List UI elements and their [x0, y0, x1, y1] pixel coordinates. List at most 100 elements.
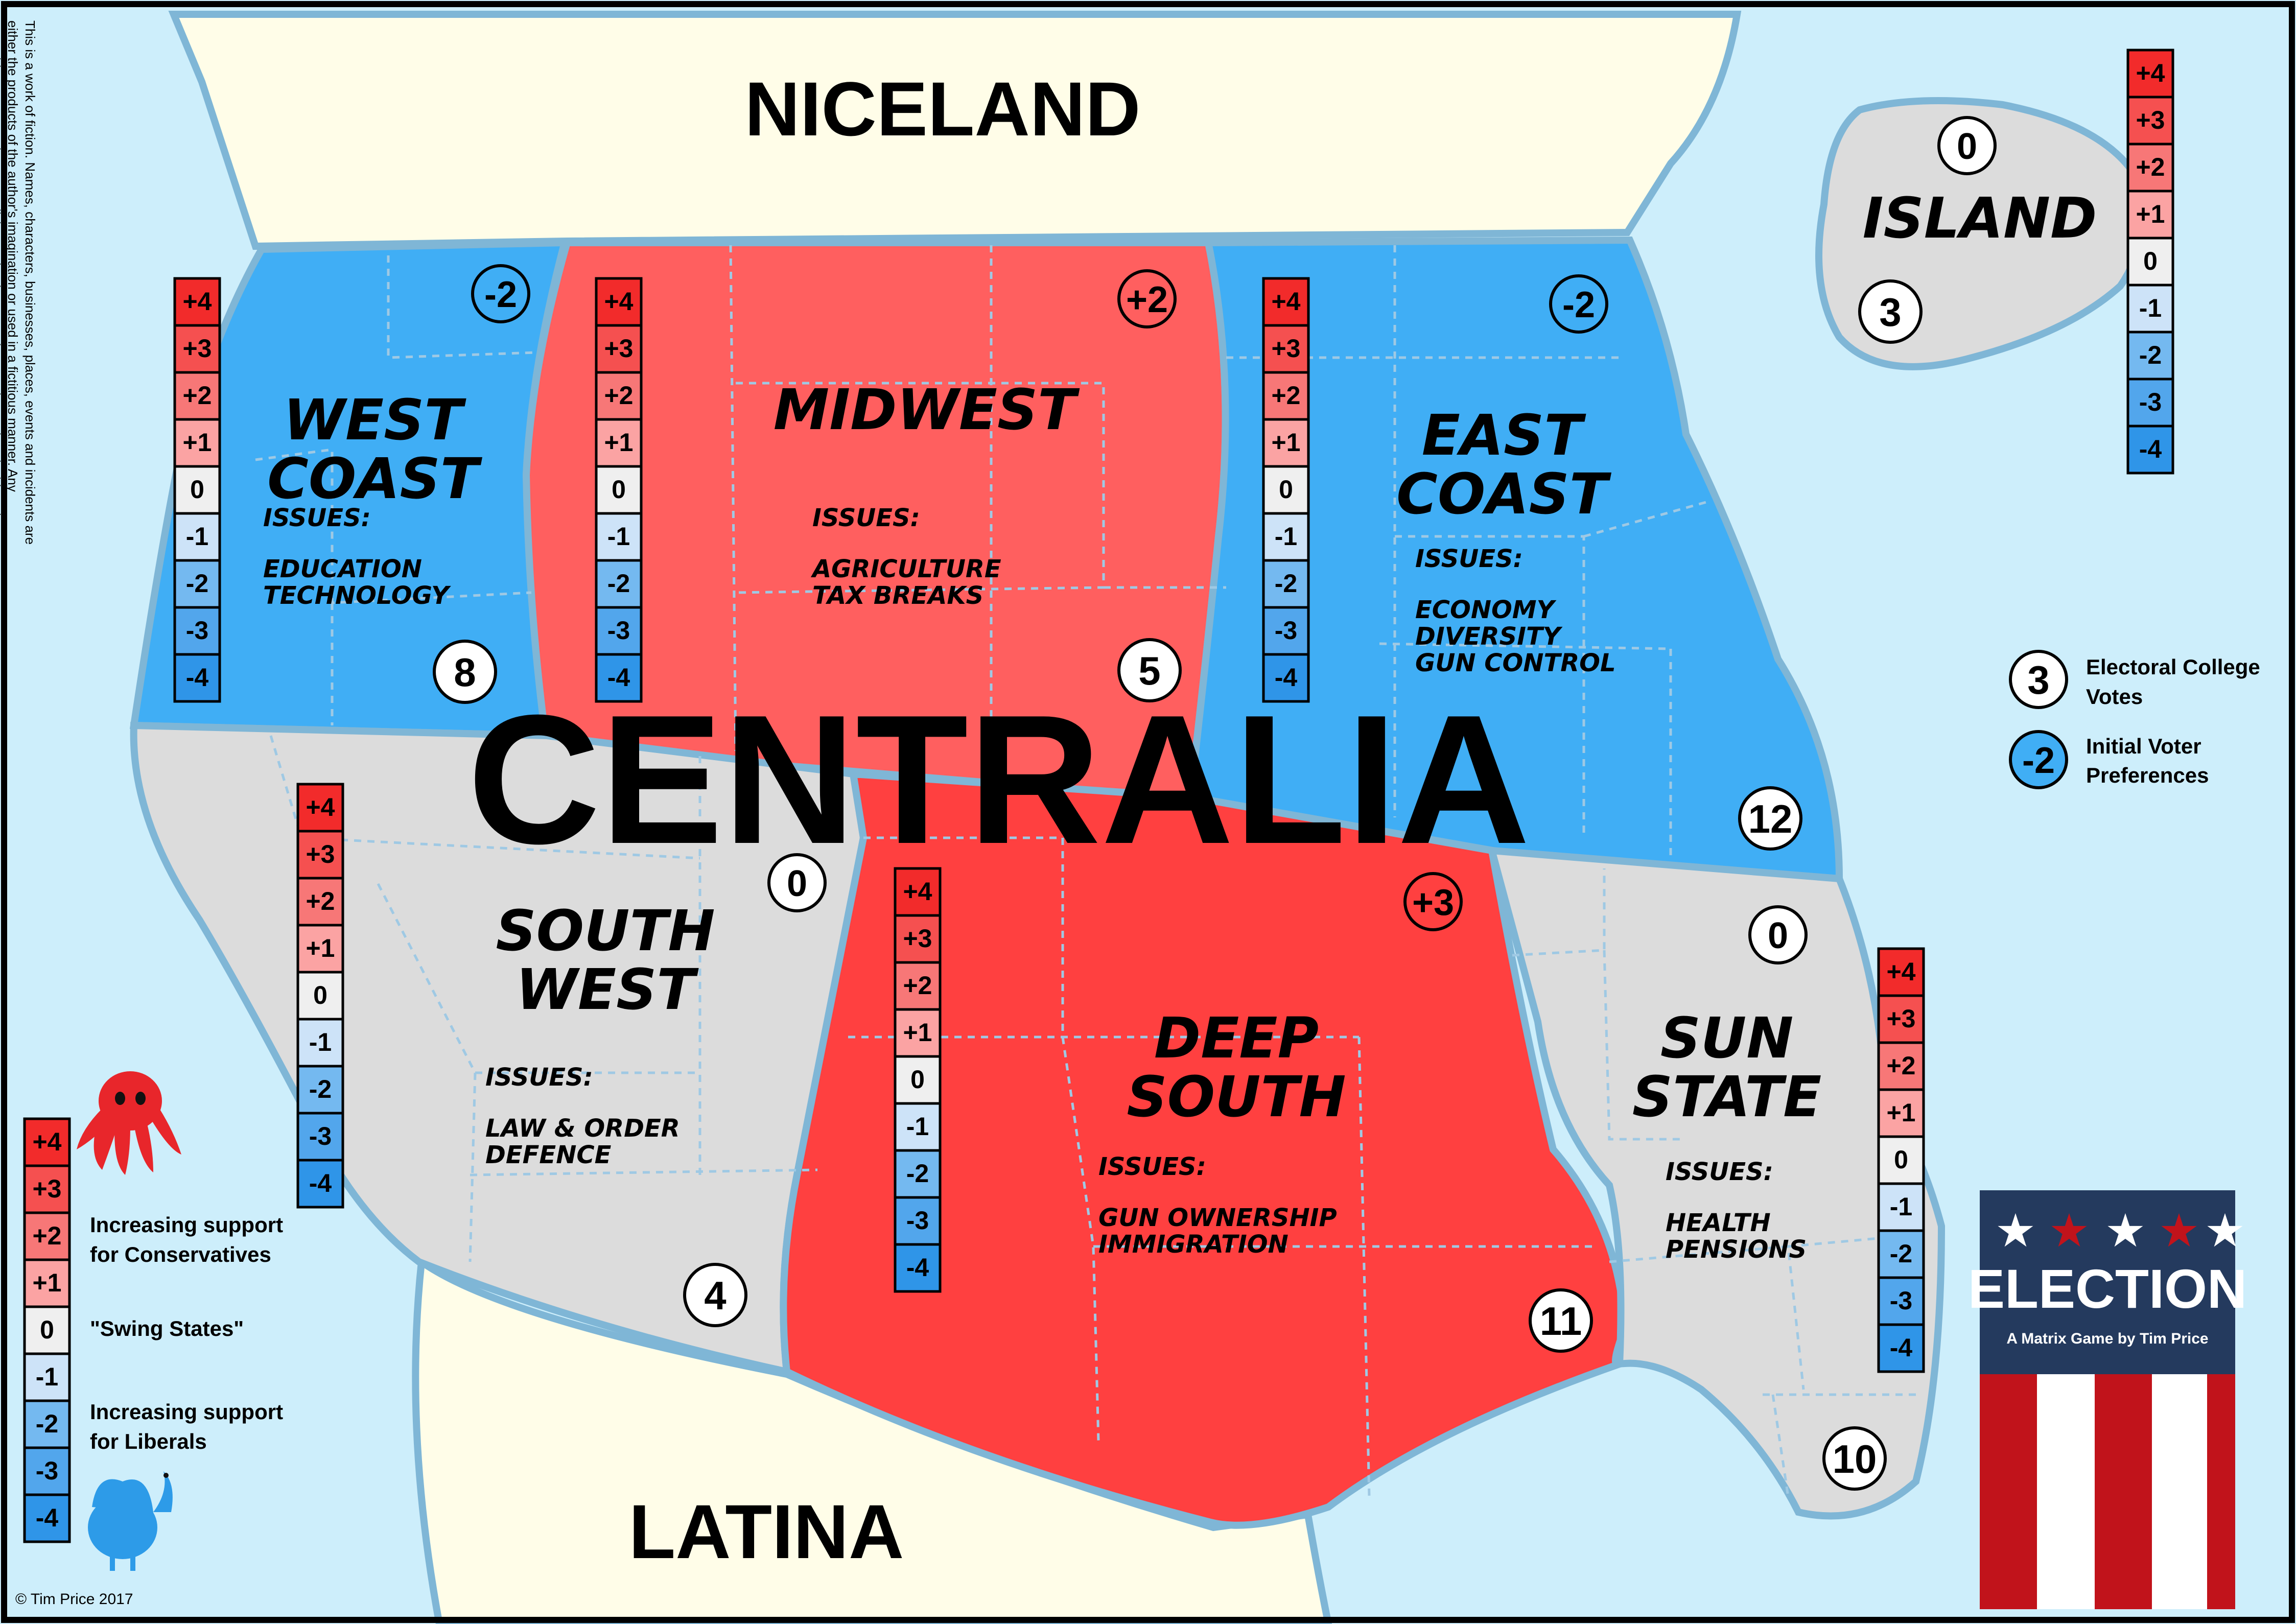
south-west-track-cell[interactable]: 0 — [296, 971, 344, 1021]
east-coast-track-cell[interactable]: 0 — [1262, 465, 1310, 515]
west-coast-track-cell[interactable]: +1 — [173, 418, 221, 468]
island-track-cell[interactable]: +2 — [2126, 143, 2174, 193]
west-coast-track-cell[interactable]: -1 — [173, 512, 221, 562]
sun-state-preference-token[interactable]: 0 — [1748, 905, 1808, 964]
east-coast-track-cell[interactable]: +4 — [1262, 277, 1310, 327]
south-west-track-cell[interactable]: -4 — [296, 1159, 344, 1209]
midwest-track-cell[interactable]: 0 — [595, 465, 643, 515]
legend-track-cell[interactable]: -2 — [23, 1399, 71, 1449]
east-coast-track-cell[interactable]: -3 — [1262, 606, 1310, 656]
west-coast-track-cell[interactable]: 0 — [173, 465, 221, 515]
west-coast-track-cell[interactable]: -3 — [173, 606, 221, 656]
sun-state-track-cell[interactable]: +4 — [1877, 947, 1925, 997]
west-coast-track-cell[interactable]: -2 — [173, 559, 221, 609]
sun-state-track-cell[interactable]: -3 — [1877, 1276, 1925, 1326]
south-west-track-cell[interactable]: -2 — [296, 1065, 344, 1115]
west-coast-track-cell[interactable]: -4 — [173, 653, 221, 703]
midwest-track-cell[interactable]: +4 — [595, 277, 643, 327]
south-west-track-cell[interactable]: -1 — [296, 1018, 344, 1068]
midwest-track-cell[interactable]: -2 — [595, 559, 643, 609]
voter-preference-tracks: +4+3+2+10-1-2-3-4+4+3+2+10-1-2-3-4+4+3+2… — [23, 49, 2174, 1543]
island-track-cell[interactable]: -2 — [2126, 331, 2174, 381]
south-west-issue-1: LAW & ORDER — [485, 1114, 680, 1143]
midwest-preference-token[interactable]: +2 — [1117, 269, 1177, 328]
island-track-cell[interactable]: -1 — [2126, 284, 2174, 334]
legend-track-cell[interactable]: +4 — [23, 1117, 71, 1167]
east-coast-track-cell[interactable]: +3 — [1262, 324, 1310, 374]
deep-south-name-line-1: DEEP — [1154, 1005, 1319, 1071]
east-coast-preference-track: +4+3+2+10-1 -2 -3-4 — [1262, 277, 1310, 703]
south-west-track-label: -3 — [309, 1122, 332, 1150]
island-track-cell[interactable]: +1 — [2126, 190, 2174, 240]
midwest-track-cell[interactable]: +2 — [595, 371, 643, 421]
legend-track-cell[interactable]: +3 — [23, 1164, 71, 1214]
east-coast-preference-value: -2 — [1562, 285, 1595, 325]
midwest-name-line-1: MIDWEST — [774, 377, 1080, 442]
east-coast-preference-token[interactable]: -2 — [1549, 274, 1608, 334]
legend-track-cell[interactable]: -3 — [23, 1446, 71, 1496]
west-coast-track-cell[interactable]: +3 — [173, 324, 221, 374]
east-coast-track-cell[interactable]: -2 — [1262, 559, 1310, 609]
island-track-label: +2 — [2136, 153, 2165, 181]
midwest-track-cell[interactable]: -4 — [595, 653, 643, 703]
south-west-issues-label: ISSUES: — [485, 1063, 593, 1092]
south-west-track-cell[interactable]: +3 — [296, 830, 344, 880]
deep-south-track-cell[interactable]: -4 — [894, 1243, 942, 1293]
deep-south-votes-token: 11 — [1529, 1288, 1593, 1353]
island-track-cell[interactable]: -3 — [2126, 378, 2174, 428]
east-coast-track-cell[interactable]: -1 — [1262, 512, 1310, 562]
deep-south-preference-token[interactable]: +3 — [1403, 872, 1463, 931]
deep-south-track-cell[interactable]: +2 — [894, 961, 942, 1011]
turkey-icon — [88, 1471, 173, 1571]
west-coast-preference-value: -2 — [484, 274, 517, 315]
sun-state-track-cell[interactable]: -4 — [1877, 1323, 1925, 1373]
west-coast-track-cell[interactable]: +2 — [173, 371, 221, 421]
copyright: © Tim Price 2017 — [15, 1591, 133, 1608]
sun-state-track-label: -1 — [1890, 1192, 1912, 1221]
west-coast-preference-token[interactable]: -2 — [471, 264, 530, 323]
east-coast-track-label: -2 — [1275, 569, 1297, 598]
legend-track-cell[interactable]: +2 — [23, 1211, 71, 1261]
island-preference-track: +4+3 +2 +10-1-2-3-4 — [2126, 49, 2174, 475]
deep-south-track-cell[interactable]: +3 — [894, 914, 942, 964]
sun-state-track-cell[interactable]: +2 — [1877, 1041, 1925, 1091]
midwest-track-cell[interactable]: -3 — [595, 606, 643, 656]
south-west-preference-token[interactable]: 0 — [767, 853, 827, 912]
east-coast-track-cell[interactable]: -4 — [1262, 653, 1310, 703]
deep-south-track-cell[interactable]: +1 — [894, 1008, 942, 1058]
south-west-track-cell[interactable]: +4 — [296, 783, 344, 833]
octopus-icon — [77, 1071, 181, 1175]
midwest-track-cell[interactable]: +3 — [595, 324, 643, 374]
east-coast-track-cell[interactable]: +1 — [1262, 418, 1310, 468]
island-track-cell[interactable]: +4 — [2126, 49, 2174, 99]
sun-state-track-cell[interactable]: -1 — [1877, 1182, 1925, 1232]
legend-track-cell[interactable]: -1 — [23, 1352, 71, 1402]
sun-state-track-cell[interactable]: +1 — [1877, 1088, 1925, 1138]
south-west-track-cell[interactable]: -3 — [296, 1112, 344, 1162]
island-track-cell[interactable]: +3 — [2126, 96, 2174, 146]
midwest-track-cell[interactable]: +1 — [595, 418, 643, 468]
sun-state-track-cell[interactable]: -2 — [1877, 1229, 1925, 1279]
sun-state-track-cell[interactable]: +3 — [1877, 994, 1925, 1044]
west-coast-track-label: -1 — [186, 522, 208, 551]
island-preference-token[interactable]: 0 — [1937, 116, 1997, 175]
island-labels: ISLAND — [1863, 185, 2097, 251]
island-track-cell[interactable]: -4 — [2126, 425, 2174, 475]
midwest-track-cell[interactable]: -1 — [595, 512, 643, 562]
island-track-cell[interactable]: 0 — [2126, 237, 2174, 287]
deep-south-track-cell[interactable]: -3 — [894, 1196, 942, 1246]
deep-south-track-cell[interactable]: 0 — [894, 1055, 942, 1105]
legend-track-cell[interactable]: 0 — [23, 1305, 71, 1355]
legend-track-cell[interactable]: +1 — [23, 1258, 71, 1308]
deep-south-track-cell[interactable]: -2 — [894, 1149, 942, 1199]
west-coast-track-cell[interactable]: +4 — [173, 277, 221, 327]
deep-south-track-cell[interactable]: +4 — [894, 867, 942, 917]
sun-state-issue-2: PENSIONS — [1666, 1235, 1807, 1264]
deep-south-track-cell[interactable]: -1 — [894, 1102, 942, 1152]
south-west-track-cell[interactable]: +2 — [296, 877, 344, 927]
east-coast-track-cell[interactable]: +2 — [1262, 371, 1310, 421]
south-west-track-cell[interactable]: +1 — [296, 924, 344, 974]
legend-track-cell[interactable]: -4 — [23, 1493, 71, 1543]
sun-state-track-cell[interactable]: 0 — [1877, 1135, 1925, 1185]
